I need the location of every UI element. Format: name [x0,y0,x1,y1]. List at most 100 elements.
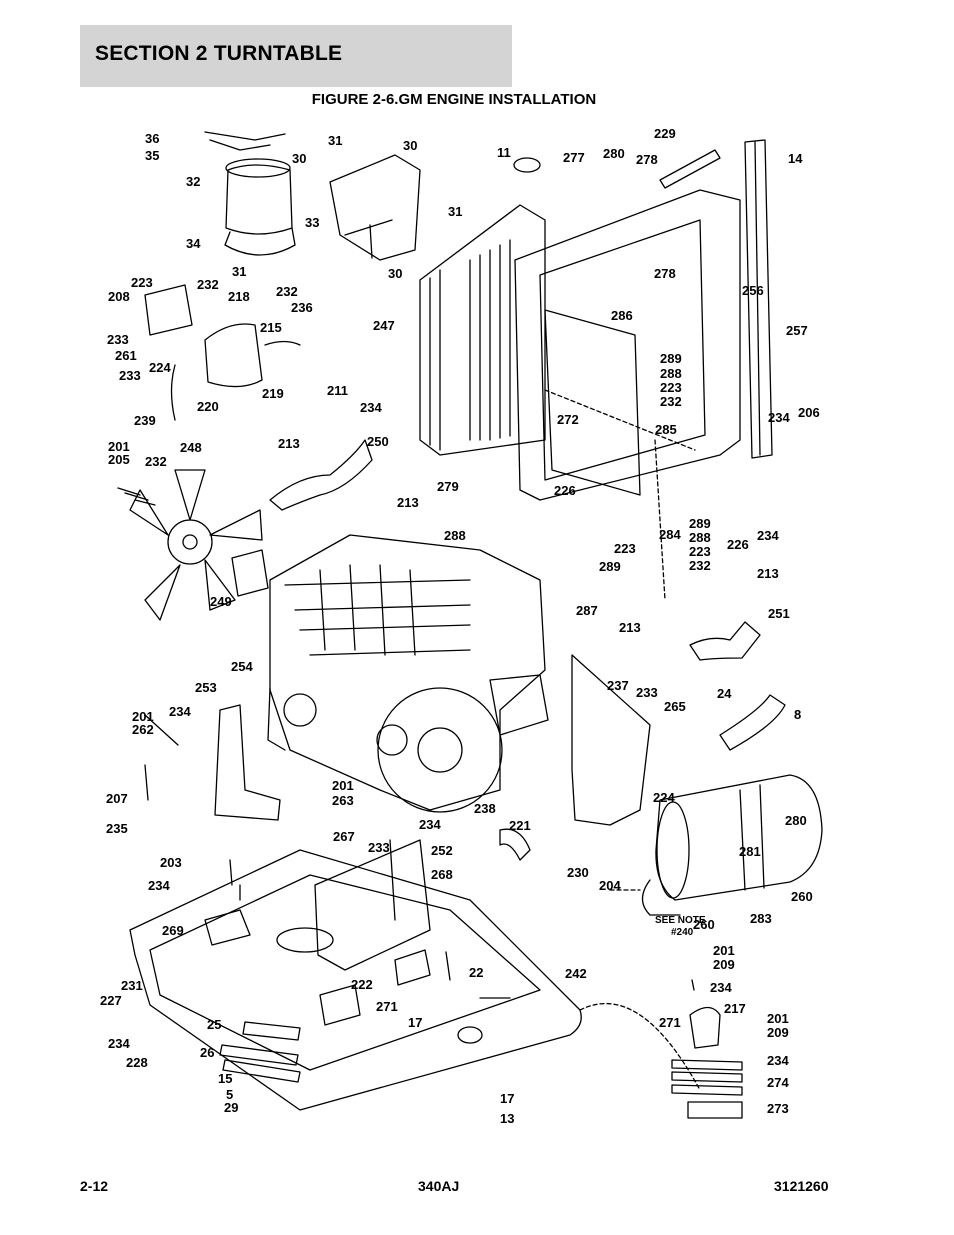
callout-262: 262 [132,722,154,737]
callout-34: 34 [186,236,201,251]
callout-234: 234 [710,980,732,995]
callout-201: 201 [332,778,354,793]
callout-35: 35 [145,148,159,163]
model-number: 340AJ [418,1178,460,1194]
callout-287: 287 [576,603,598,618]
callout-237: 237 [607,678,629,693]
see-note-line2: #240 [671,927,694,938]
callout-208: 208 [108,289,130,304]
callout-201: 201 [108,439,130,454]
callout-265: 265 [664,699,686,714]
cross-tube [659,149,721,189]
callout-253: 253 [195,680,217,695]
callout-217: 217 [724,1001,746,1016]
callout-201: 201 [132,709,154,724]
callout-226: 226 [727,537,749,552]
callout-213: 213 [619,620,641,635]
lower-radiator-hose [689,621,761,661]
engine-block [269,534,549,813]
callout-201: 201 [713,943,735,958]
shroud-panel [544,309,641,496]
callout-233: 233 [636,685,658,700]
shim-273 [687,1101,743,1119]
callout-229: 229 [654,126,676,141]
upper-radiator-hose [269,439,373,511]
clamp-217 [689,1006,721,1049]
callout-272: 272 [557,412,579,427]
callout-286: 286 [611,308,633,323]
exhaust-pipe [719,694,786,751]
exhaust-bracket [571,654,651,826]
callout-257: 257 [786,323,808,338]
callout-207: 207 [106,791,128,806]
callout-268: 268 [431,867,453,882]
callout-234: 234 [757,528,779,543]
engine-mount-222 [319,984,361,1026]
callout-213: 213 [278,436,300,451]
see-note-line1: SEE NOTE [655,915,706,926]
callout-14: 14 [788,151,803,166]
callout-247: 247 [373,318,395,333]
callout-232: 232 [197,277,219,292]
callout-25: 25 [207,1017,221,1032]
engine-mount-271 [394,949,431,986]
callout-273: 273 [767,1101,789,1116]
callout-22: 22 [469,965,483,980]
callout-17: 17 [408,1015,422,1030]
callout-285: 285 [655,422,677,437]
callout-232: 232 [276,284,298,299]
turntable-base [129,849,582,1111]
callout-232: 232 [689,558,711,573]
callout-234: 234 [767,1053,789,1068]
callout-29: 29 [224,1100,238,1115]
callout-289: 289 [599,559,621,574]
callout-215: 215 [260,320,282,335]
callout-280: 280 [785,813,807,828]
callout-269: 269 [162,923,184,938]
callout-260: 260 [791,889,813,904]
callout-289: 289 [660,351,682,366]
callout-32: 32 [186,174,200,189]
callout-254: 254 [231,659,253,674]
radiator-shroud [514,189,741,501]
callout-233: 233 [107,332,129,347]
callout-223: 223 [131,275,153,290]
section-header: SECTION 2 TURNTABLE [80,25,512,87]
callout-233: 233 [368,840,390,855]
callout-209: 209 [767,1025,789,1040]
callout-231: 231 [121,978,143,993]
callout-13: 13 [500,1111,514,1126]
callout-226: 226 [554,483,576,498]
callout-248: 248 [180,440,202,455]
callout-206: 206 [798,405,820,420]
callout-33: 33 [305,215,319,230]
callout-279: 279 [437,479,459,494]
callout-209: 209 [713,957,735,972]
callout-224: 224 [653,790,675,805]
callout-232: 232 [145,454,167,469]
callout-223: 223 [689,544,711,559]
callout-222: 222 [351,977,373,992]
callout-205: 205 [108,452,130,467]
callout-227: 227 [100,993,122,1008]
callout-31: 31 [232,264,246,279]
callout-289: 289 [689,516,711,531]
callout-280: 280 [603,146,625,161]
callout-288: 288 [444,528,466,543]
callout-204: 204 [599,878,621,893]
callout-220: 220 [197,399,219,414]
callout-8: 8 [794,707,801,722]
side-tube [744,139,773,459]
muffler [641,774,823,916]
callout-251: 251 [768,606,790,621]
engine-mount-269 [204,909,251,946]
callout-277: 277 [563,150,585,165]
callout-288: 288 [660,366,682,381]
callout-283: 283 [750,911,772,926]
callout-224: 224 [149,360,171,375]
callout-232: 232 [660,394,682,409]
callout-234: 234 [360,400,382,415]
callout-234: 234 [768,410,790,425]
callout-26: 26 [200,1045,214,1060]
